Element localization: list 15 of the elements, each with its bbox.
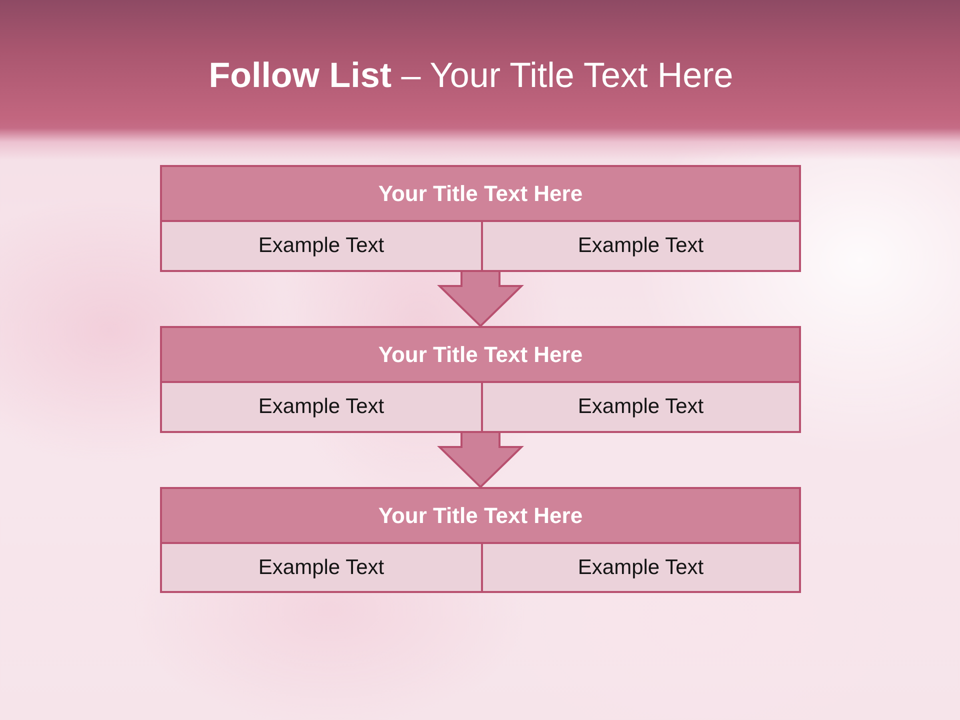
title-bar: Your Title Text Here (162, 328, 799, 383)
text-cell: Example Text (162, 222, 480, 270)
title-bar: Your Title Text Here (162, 167, 799, 222)
text-cell: Example Text (480, 222, 799, 270)
text-cell: Example Text (480, 544, 799, 591)
slide-title: Follow List – Your Title Text Here (208, 55, 734, 97)
list-frame (160, 487, 801, 593)
text-cell: Example Text (162, 383, 480, 431)
list-frame (160, 326, 801, 433)
title-bar: Your Title Text Here (162, 489, 799, 544)
text-cell: Example Text (480, 383, 799, 431)
block-arrow (437, 270, 524, 328)
list-frame (160, 165, 801, 272)
block-arrow (437, 431, 524, 488)
text-cell: Example Text (162, 544, 480, 591)
